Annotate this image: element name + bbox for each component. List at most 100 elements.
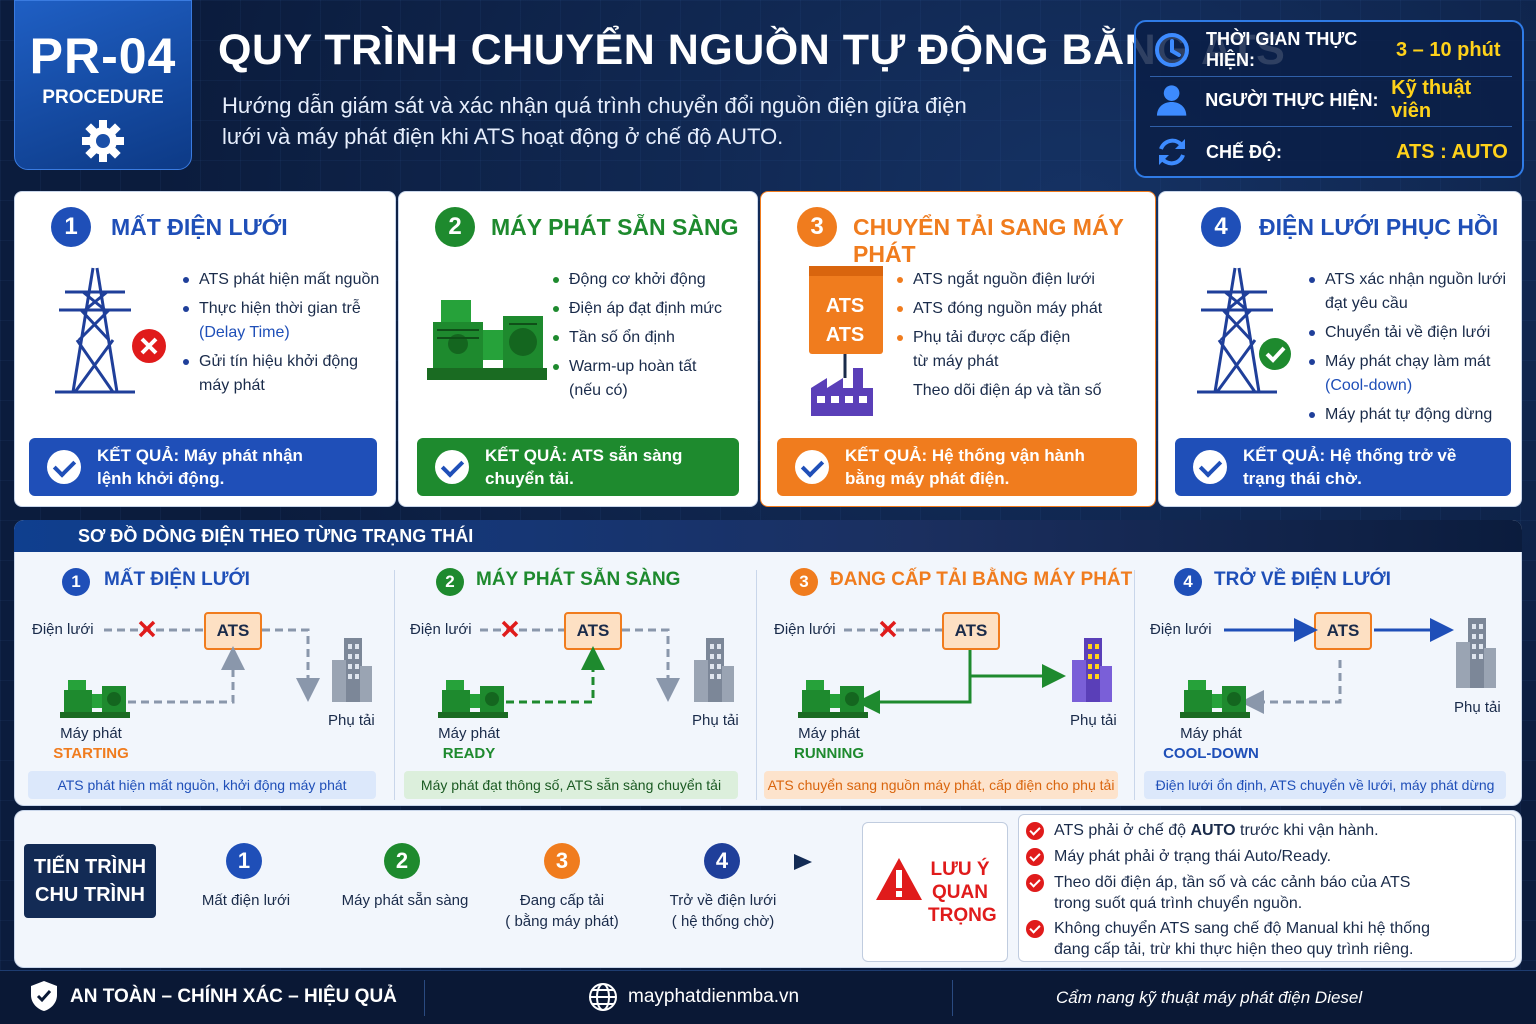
- check-icon: [1026, 874, 1044, 892]
- cycle-step-label: Máy phát sẵn sàng: [341, 892, 469, 909]
- footer-slogan: AN TOÀN – CHÍNH XÁC – HIỆU QUẢ: [70, 986, 397, 1007]
- ats-box: ATS: [942, 612, 1000, 650]
- grid-label: Điện lưới: [32, 621, 94, 638]
- generator-icon: [438, 680, 508, 718]
- panel-caption: Máy phát đạt thông số, ATS sẵn sàng chuy…: [404, 771, 738, 799]
- building-icon: [1072, 638, 1112, 702]
- footer-tagline: Cẩm nang kỹ thuật máy phát điện Diesel: [1056, 988, 1363, 1007]
- clock-icon: [1155, 33, 1189, 67]
- info-row-person: NGƯỜI THỰC HIỆN: Kỹ thuật viên: [1154, 77, 1514, 122]
- step-item-cont: Theo dõi điện áp và tần số: [913, 382, 1102, 399]
- check-icon: [795, 450, 829, 484]
- step-list: ATS phát hiện mất nguồn Thực hiện thời g…: [181, 268, 379, 398]
- step-item: Gửi tín hiệu khởi động: [181, 350, 379, 374]
- notes-panel: [1018, 814, 1516, 962]
- cycle-step-label: Đang cấp tải( bằng máy phát): [505, 892, 619, 930]
- generator-icon: [60, 680, 130, 718]
- load-label: Phụ tải: [1454, 699, 1501, 716]
- procedure-code: PR-04: [29, 28, 177, 84]
- step-item-cont: đạt yêu cầu: [1325, 295, 1408, 312]
- info-label: NGƯỜI THỰC HIỆN:: [1205, 89, 1379, 110]
- step-item: Máy phát tự động dừng: [1307, 403, 1506, 427]
- step-item: Máy phát chạy làm mát: [1307, 350, 1506, 374]
- step-item: Động cơ khởi động: [551, 268, 722, 292]
- panel-title: MẤT ĐIỆN LƯỚI: [104, 569, 250, 590]
- panel-caption: ATS chuyển sang nguồn máy phát, cấp điện…: [764, 771, 1118, 799]
- building-icon: [1456, 618, 1496, 688]
- warning-icon: [876, 858, 922, 900]
- cycle-step-number: 3: [544, 843, 580, 879]
- note-item: ATS phải ở chế độ AUTO trước khi vận hàn…: [1054, 822, 1379, 839]
- note-item: Theo dõi điện áp, tần số và các cảnh báo…: [1054, 874, 1411, 912]
- panel-caption: Điện lưới ổn định, ATS chuyển về lưới, m…: [1144, 771, 1506, 799]
- user-icon: [1156, 85, 1187, 116]
- flow-panel-3: 3 ĐANG CẤP TẢI BẰNG MÁY PHÁT Điện lưới A…: [756, 556, 1134, 806]
- cycle-step-label: Trở về điện lưới( hệ thống chờ): [669, 892, 777, 930]
- step-item: ATS xác nhận nguồn lưới: [1307, 268, 1506, 292]
- step-item: Phụ tải được cấp điện: [895, 326, 1102, 350]
- procedure-label: PROCEDURE: [42, 87, 164, 108]
- info-label: CHẾ ĐỘ:: [1206, 141, 1282, 162]
- grid-label: Điện lưới: [774, 621, 836, 638]
- note-item: Không chuyển ATS sang chế độ Manual khi …: [1054, 920, 1430, 958]
- generator-icon: [798, 680, 868, 718]
- cycle-step-number: 1: [226, 843, 262, 879]
- info-value: 3 – 10 phút: [1396, 38, 1501, 61]
- info-panel: THỜI GIAN THỰC HIỆN: 3 – 10 phút NGƯỜI T…: [1134, 20, 1524, 178]
- building-icon: [694, 638, 734, 702]
- footer: [0, 970, 1536, 1024]
- cycle-step-label: Mất điện lưới: [201, 892, 291, 909]
- step-item: Thực hiện thời gian trễ: [181, 297, 379, 321]
- generator-icon: [427, 300, 547, 380]
- ats-box: ATS: [204, 612, 262, 650]
- step-title: CHUYỂN TẢI SANG MÁY PHÁT: [853, 214, 1124, 267]
- step-item: ATS đóng nguồn máy phát: [895, 297, 1102, 321]
- panel-caption: ATS phát hiện mất nguồn, khởi động máy p…: [28, 771, 376, 799]
- step-item: Điện áp đạt định mức: [551, 297, 722, 321]
- page-subtitle: Hướng dẫn giám sát và xác nhận quá trình…: [222, 93, 967, 149]
- info-label: THỜI GIAN THỰC HIỆN:: [1206, 29, 1358, 70]
- step-title: ĐIỆN LƯỚI PHỤC HỒI: [1259, 214, 1499, 240]
- flow-panel-1: 1 MẤT ĐIỆN LƯỚI Điện lưới ATS Phụ tải Má…: [14, 556, 394, 806]
- ats-cabinet-icon: [809, 266, 883, 416]
- step-title: MẤT ĐIỆN LƯỚI: [111, 214, 288, 240]
- procedure-badge: PR-04 PROCEDURE: [14, 0, 192, 170]
- ats-box: ATS: [564, 612, 622, 650]
- check-icon: [1026, 822, 1044, 840]
- step-item: ATS ngắt nguồn điện lưới: [895, 268, 1102, 292]
- check-icon: [1026, 848, 1044, 866]
- grid-label: Điện lưới: [410, 621, 472, 638]
- grid-label: Điện lưới: [1150, 621, 1212, 638]
- panel-number: 3: [790, 568, 818, 596]
- step-item: Warm-up hoàn tất: [551, 355, 722, 379]
- step-list: ATS ngắt nguồn điện lưới ATS đóng nguồn …: [895, 268, 1102, 403]
- panel-title: MÁY PHÁT SẴN SÀNG: [476, 569, 681, 590]
- step-list: ATS xác nhận nguồn lưới đạt yêu cầu Chuy…: [1307, 268, 1506, 432]
- step-card-4: 4 ĐIỆN LƯỚI PHỤC HỒI ATS xác nhận nguồn …: [1158, 191, 1522, 507]
- gear-icon: [82, 120, 124, 162]
- step-number: 4: [1201, 207, 1241, 247]
- footer-website-link[interactable]: mayphatdienmba.vn: [628, 986, 800, 1007]
- info-row-mode: CHẾ ĐỘ: ATS : AUTO: [1154, 132, 1514, 172]
- step-item-note: (Cool-down): [1325, 377, 1413, 394]
- flow-panel-4: 4 TRỞ VỀ ĐIỆN LƯỚI Điện lưới ATS Phụ tải…: [1134, 556, 1522, 806]
- power-tower-icon: [1197, 267, 1291, 394]
- panel-number: 4: [1174, 568, 1202, 596]
- ats-box: ATS: [1314, 612, 1372, 650]
- step-card-1: 1 MẤT ĐIỆN LƯỚI ATS phát hiện mất nguồn …: [14, 191, 396, 507]
- check-icon: [1026, 920, 1044, 938]
- note-item: Máy phát phải ở trạng thái Auto/Ready.: [1054, 848, 1332, 865]
- cycle-step-number: 2: [384, 843, 420, 879]
- load-label: Phụ tải: [692, 712, 739, 729]
- building-icon: [332, 638, 372, 702]
